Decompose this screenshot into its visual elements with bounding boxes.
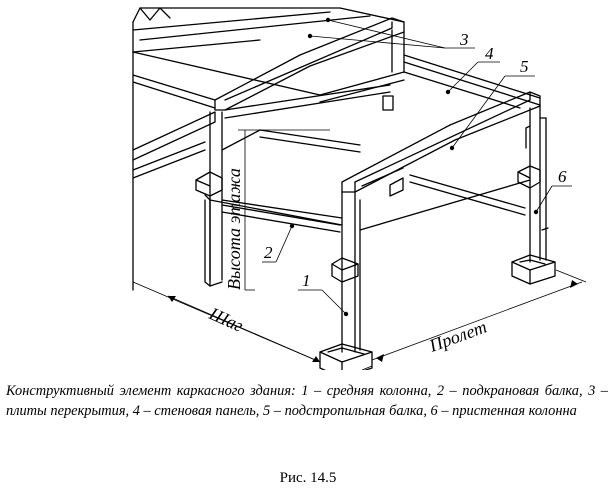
figure-number: Рис. 14.5 xyxy=(279,470,337,486)
building-frame-drawing: 3 4 5 6 2 1 Высота этажа Шаг Пролет xyxy=(132,7,587,370)
span-label: Пролет xyxy=(426,317,490,357)
wall-column xyxy=(511,105,556,285)
floor-height-label: Высота этажа xyxy=(224,168,244,290)
dimension-lines xyxy=(132,129,587,370)
callout-4: 4 xyxy=(485,44,494,63)
figure-caption: Конструктивный элемент каркасного здания… xyxy=(6,383,608,419)
callout-2: 2 xyxy=(264,243,273,262)
callout-6: 6 xyxy=(558,167,567,186)
left-wall-beams xyxy=(132,111,223,287)
step-label: Шаг xyxy=(205,303,246,336)
callout-1: 1 xyxy=(302,271,311,290)
roof-slabs xyxy=(132,7,405,291)
wall-panels xyxy=(221,54,541,233)
middle-column xyxy=(209,179,531,370)
callout-3: 3 xyxy=(459,30,469,49)
front-truss xyxy=(341,91,541,197)
callouts: 3 4 5 6 2 1 xyxy=(262,17,572,317)
rear-roof-truss xyxy=(214,17,405,111)
callout-5: 5 xyxy=(520,57,529,76)
